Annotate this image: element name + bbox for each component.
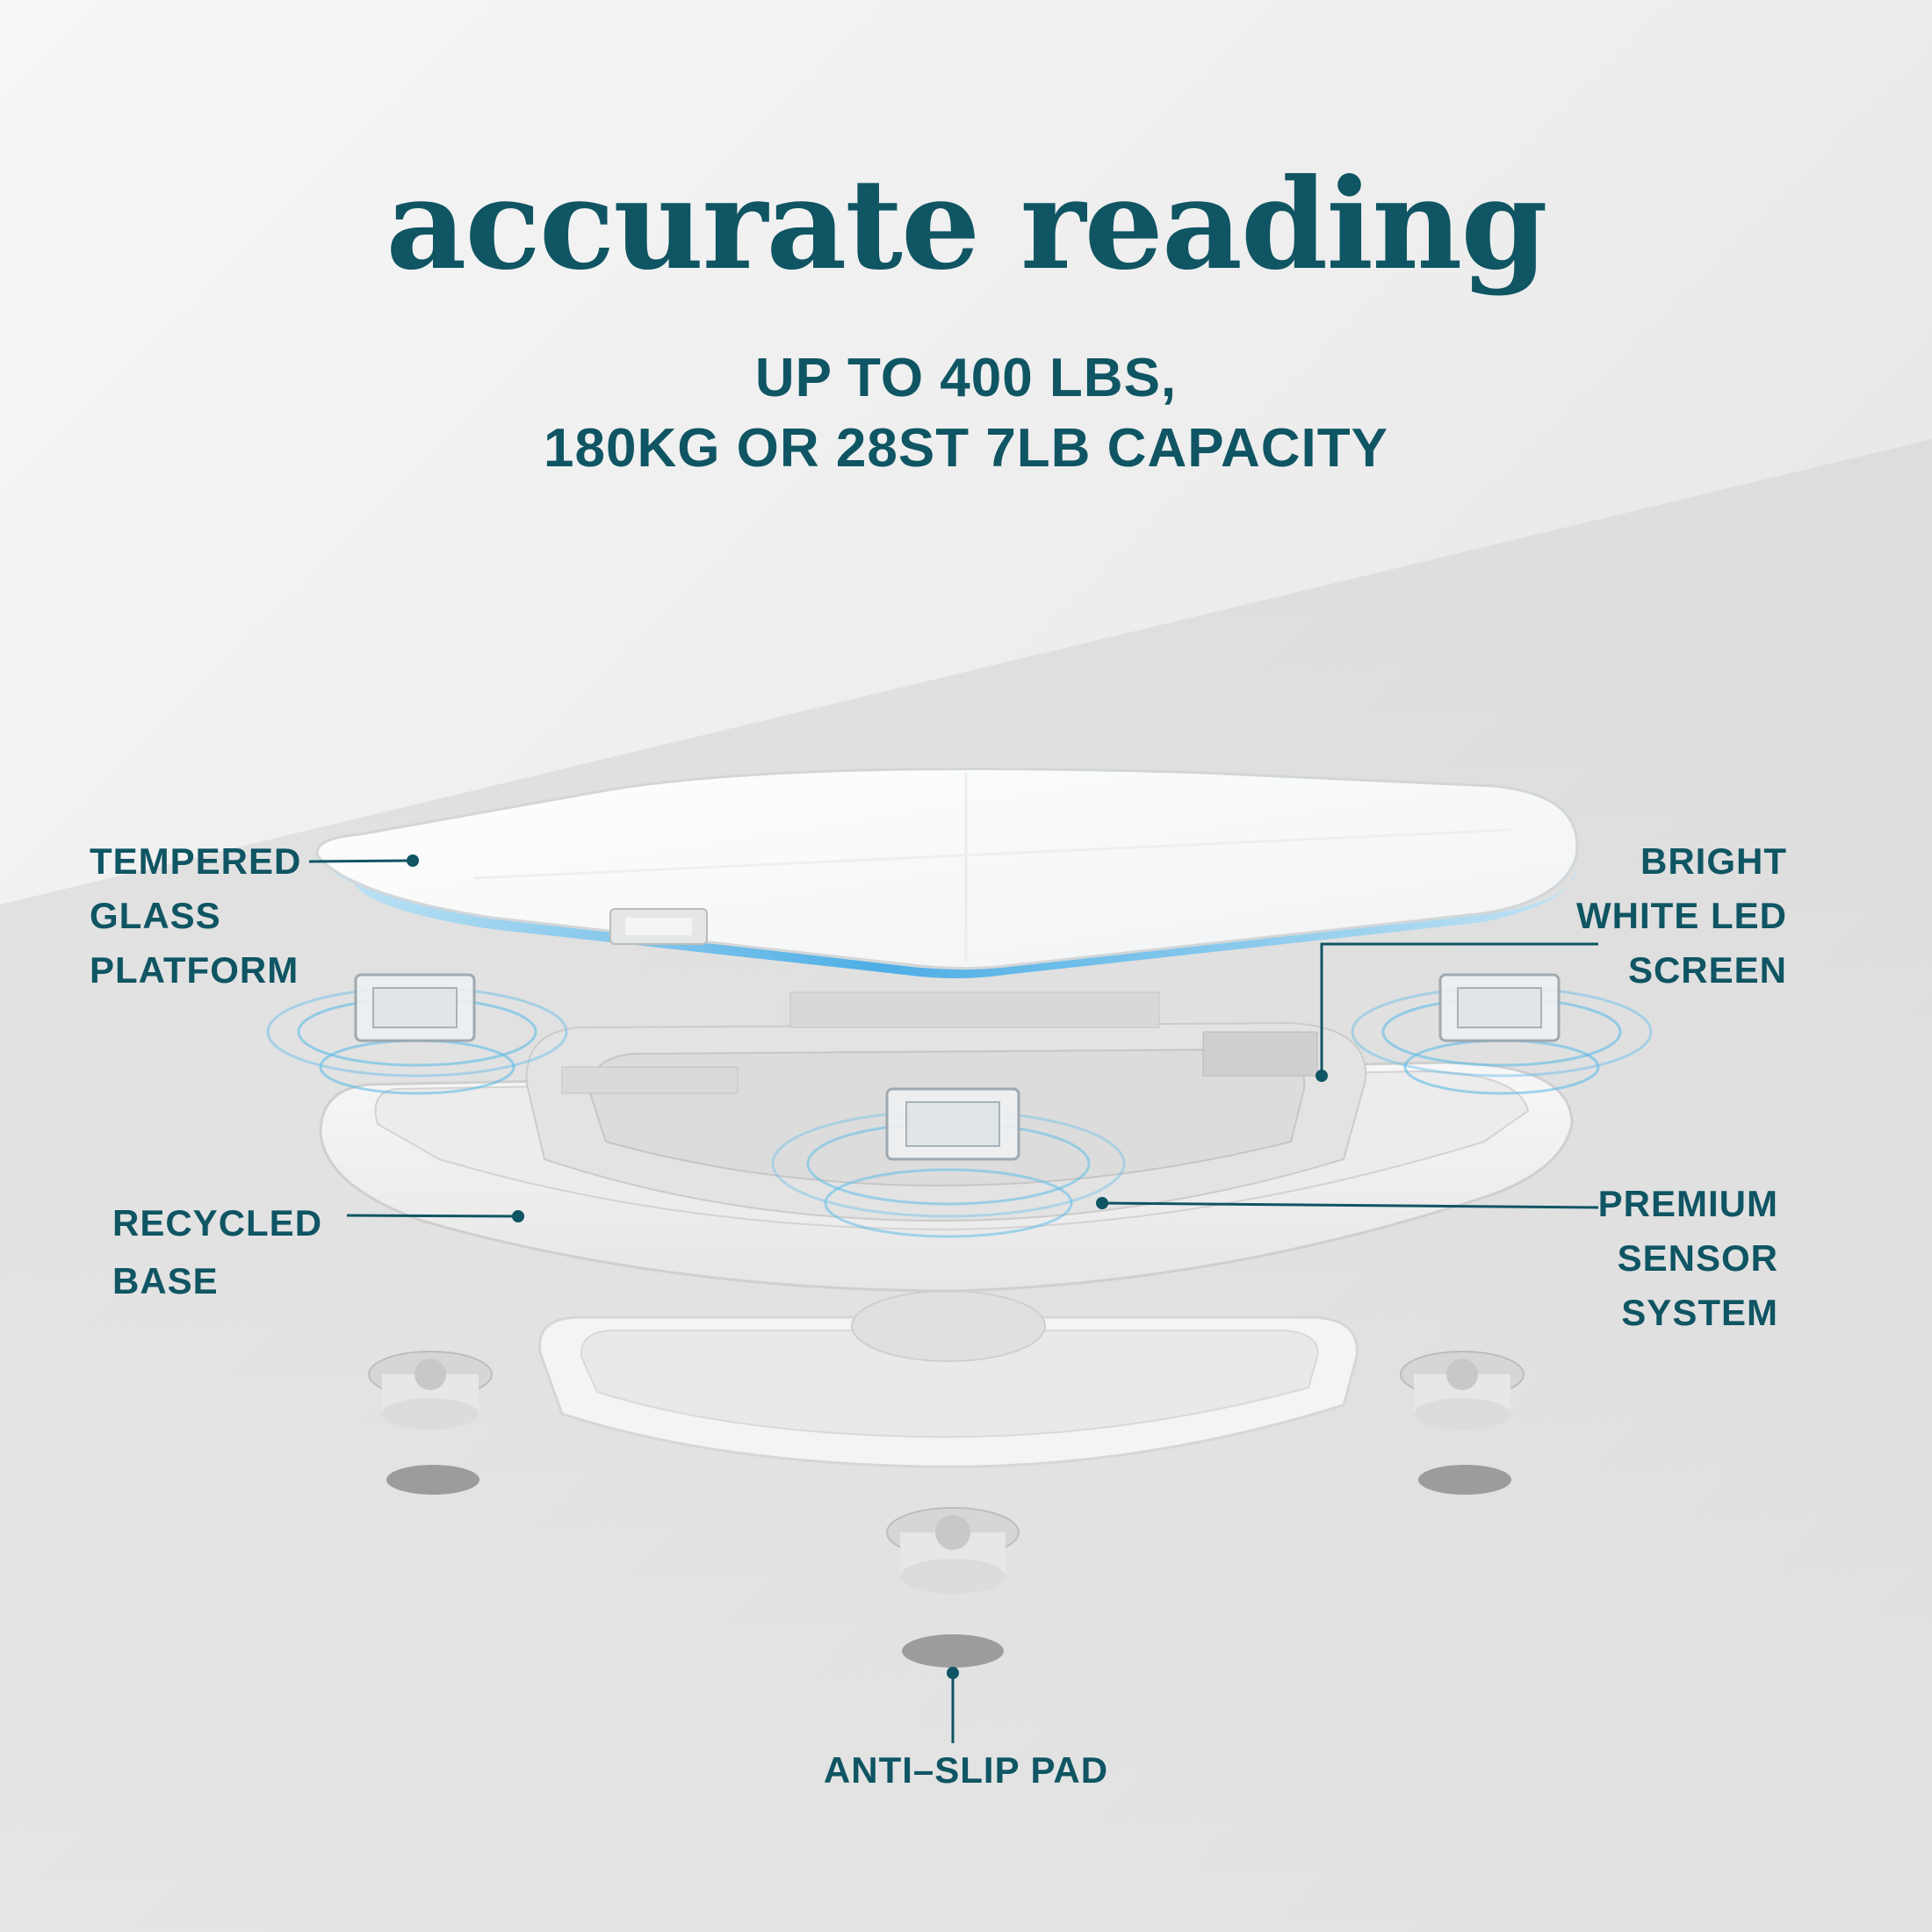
pad-left	[386, 1465, 479, 1495]
label-sensor-system: PREMIUM SENSOR SYSTEM	[1597, 1183, 1778, 1333]
label-recycled-base: RECYCLED BASE	[112, 1202, 323, 1301]
page-title: accurate reading	[386, 152, 1547, 298]
recycled-base-shape	[319, 991, 1574, 1362]
label-anti-slip-pad: ANTI–SLIP PAD	[823, 1749, 1109, 1791]
capacity-line-2: 180KG OR 28ST 7LB CAPACITY	[544, 418, 1388, 479]
pad-right	[1418, 1465, 1511, 1495]
load-cell-center	[885, 1087, 1020, 1161]
load-cell-right	[1438, 973, 1561, 1042]
label-led-screen: BRIGHT WHITE LED SCREEN	[1576, 840, 1787, 991]
foot-center	[886, 1507, 1020, 1594]
capacity-line-1: UP TO 400 LBS,	[754, 348, 1178, 408]
glass-platform	[315, 768, 1579, 978]
lower-frame	[538, 1316, 1359, 1468]
callout-lines	[308, 859, 1599, 1743]
foot-right	[1400, 1351, 1525, 1430]
callout-dots	[407, 854, 1328, 1679]
pad-center	[902, 1634, 1004, 1668]
load-cell-left	[354, 973, 476, 1042]
foot-left	[368, 1351, 493, 1430]
label-tempered-glass: TEMPERED GLASS PLATFORM	[90, 840, 302, 991]
